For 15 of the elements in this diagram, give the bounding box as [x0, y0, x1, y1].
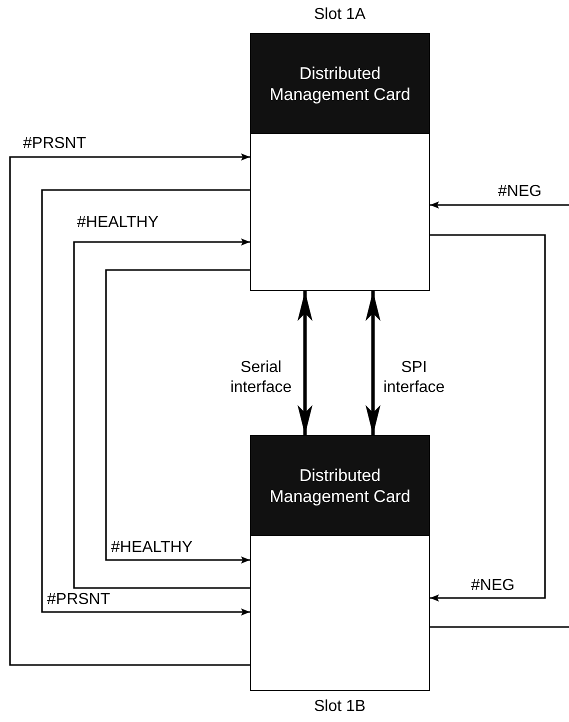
arrow: [430, 201, 569, 209]
card-box: [250, 33, 430, 291]
slot-label: Slot 1A: [314, 6, 366, 24]
double-arrow: [366, 291, 380, 435]
double-arrow: [298, 291, 312, 435]
arrow: [105, 269, 250, 564]
card-box: [250, 435, 430, 691]
arrow: [430, 234, 546, 602]
arrow: [9, 153, 250, 666]
arrow: [73, 238, 250, 589]
card-title-bar: Distributed Management Card: [251, 436, 429, 536]
connector-line: [430, 626, 569, 628]
arrow: [41, 189, 250, 616]
slot-label: Slot 1B: [314, 698, 366, 716]
card-title-bar: Distributed Management Card: [251, 34, 429, 134]
